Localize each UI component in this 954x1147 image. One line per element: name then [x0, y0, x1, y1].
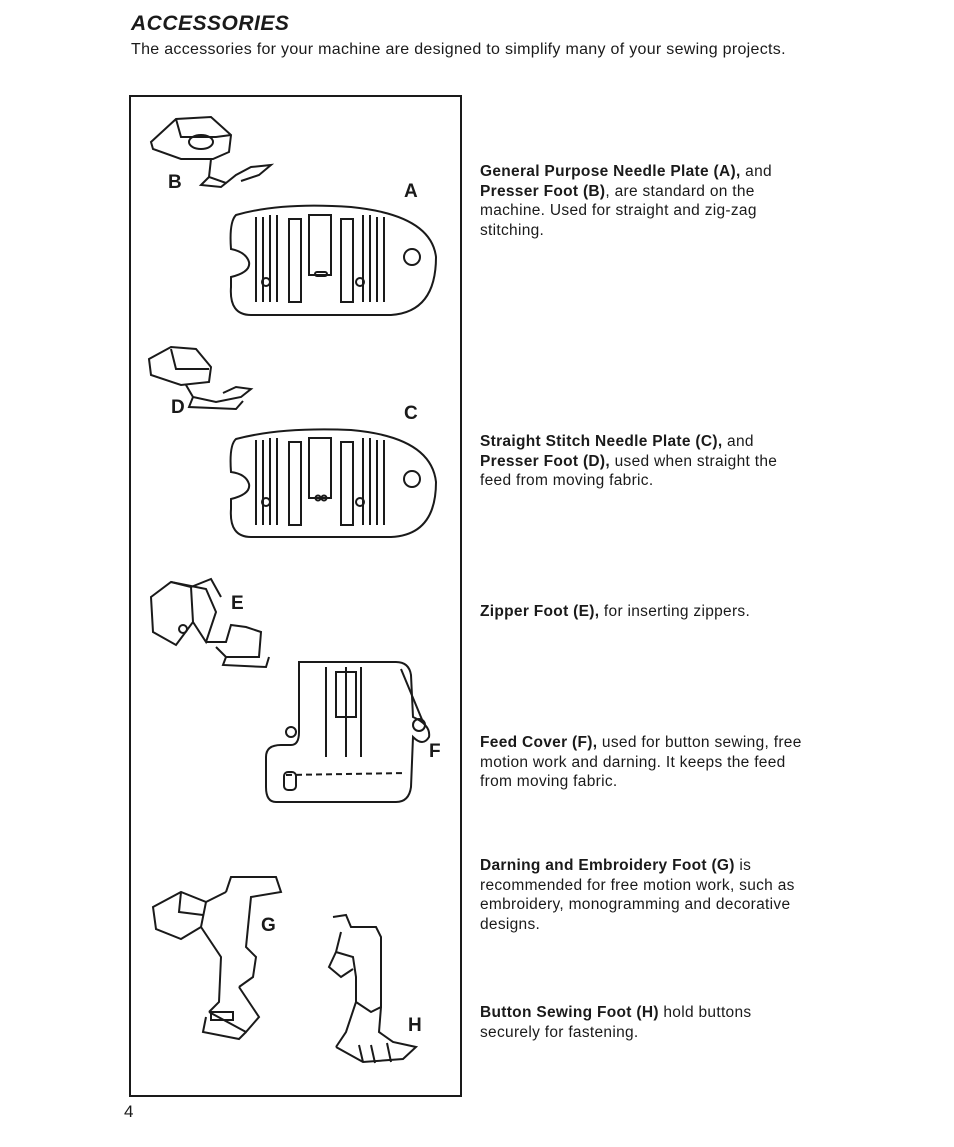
darning-foot-g-illustration — [151, 876, 283, 1041]
item-title: Zipper Foot (E), — [480, 603, 600, 620]
item-text: is recommended for free motion work, suc… — [480, 857, 795, 933]
item-text: for inserting zippers. — [599, 603, 751, 620]
intro-text: The accessories for your machine are des… — [131, 41, 786, 58]
accessories-illustration-panel: B A D C E F G H — [129, 95, 462, 1097]
needle-plate-c-illustration — [229, 428, 438, 538]
item-title-secondary: Presser Foot (B) — [480, 182, 606, 200]
label-g: G — [261, 915, 276, 936]
item-button-foot: Button Sewing Foot (H) hold buttons secu… — [480, 1003, 810, 1042]
item-title: Straight Stitch Needle Plate (C), — [480, 433, 723, 450]
item-zipper-foot: Zipper Foot (E), for inserting zippers. — [480, 602, 810, 622]
feed-cover-f-illustration — [265, 661, 431, 803]
item-title: Button Sewing Foot (H) — [480, 1004, 659, 1021]
item-title-secondary: Presser Foot (D), — [480, 452, 610, 470]
label-c: C — [404, 403, 418, 424]
button-foot-h-illustration — [327, 913, 419, 1064]
label-d: D — [171, 397, 185, 418]
item-title: Feed Cover (F), — [480, 734, 598, 751]
label-e: E — [231, 593, 244, 614]
item-feed-cover: Feed Cover (F), used for button sewing, … — [480, 733, 810, 792]
item-needle-plate-c: Straight Stitch Needle Plate (C), and Pr… — [480, 433, 778, 490]
item-text: hold buttons securely for fastening. — [480, 1004, 752, 1041]
label-a: A — [404, 181, 418, 202]
item-title: General Purpose Needle Plate (A), — [480, 163, 741, 180]
item-needle-plate-a: General Purpose Needle Plate (A), and Pr… — [480, 163, 772, 239]
item-title: Darning and Embroidery Foot (G) — [480, 857, 735, 874]
page-number: 4 — [124, 1102, 134, 1121]
label-b: B — [168, 172, 182, 193]
item-text: used for button sewing, free motion work… — [480, 734, 802, 790]
label-h: H — [408, 1015, 422, 1036]
item-text: , are standard on the machine. Used for … — [480, 182, 757, 239]
zipper-foot-e-illustration — [149, 577, 270, 669]
label-f: F — [429, 741, 441, 762]
item-darning-foot: Darning and Embroidery Foot (G) is recom… — [480, 856, 810, 934]
needle-plate-a-illustration — [229, 204, 438, 316]
presser-foot-b-illustration — [149, 115, 275, 189]
presser-foot-d-illustration — [147, 345, 254, 411]
item-text: used when straight the feed from moving … — [480, 452, 778, 490]
page-heading: ACCESSORIES — [131, 12, 290, 35]
